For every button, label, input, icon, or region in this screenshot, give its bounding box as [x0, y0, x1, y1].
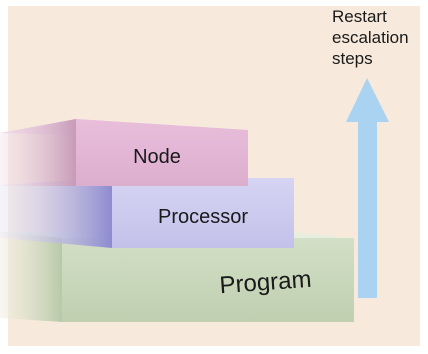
arrow-label-line-1: Restart [332, 7, 387, 26]
processor-layer: Processor [0, 178, 294, 248]
processor-layer-label: Processor [158, 206, 248, 228]
node-layer-front [76, 119, 248, 186]
processor-layer-side [0, 178, 112, 248]
arrow-label-line-2: escalation [332, 28, 409, 47]
node-layer-side [0, 119, 76, 186]
arrow-label-line-3: steps [332, 49, 373, 68]
program-layer: Program [0, 232, 354, 322]
program-layer-side [0, 232, 62, 322]
arrow-head [346, 78, 389, 122]
arrow-shaft [358, 118, 377, 298]
restart-escalation-arrow: Restart escalation steps [332, 7, 409, 298]
node-layer-label: Node [133, 146, 181, 168]
program-layer-front [62, 238, 354, 322]
node-layer: Node [0, 119, 248, 186]
program-layer-label: Program [219, 266, 313, 299]
processor-layer-front [112, 178, 294, 248]
